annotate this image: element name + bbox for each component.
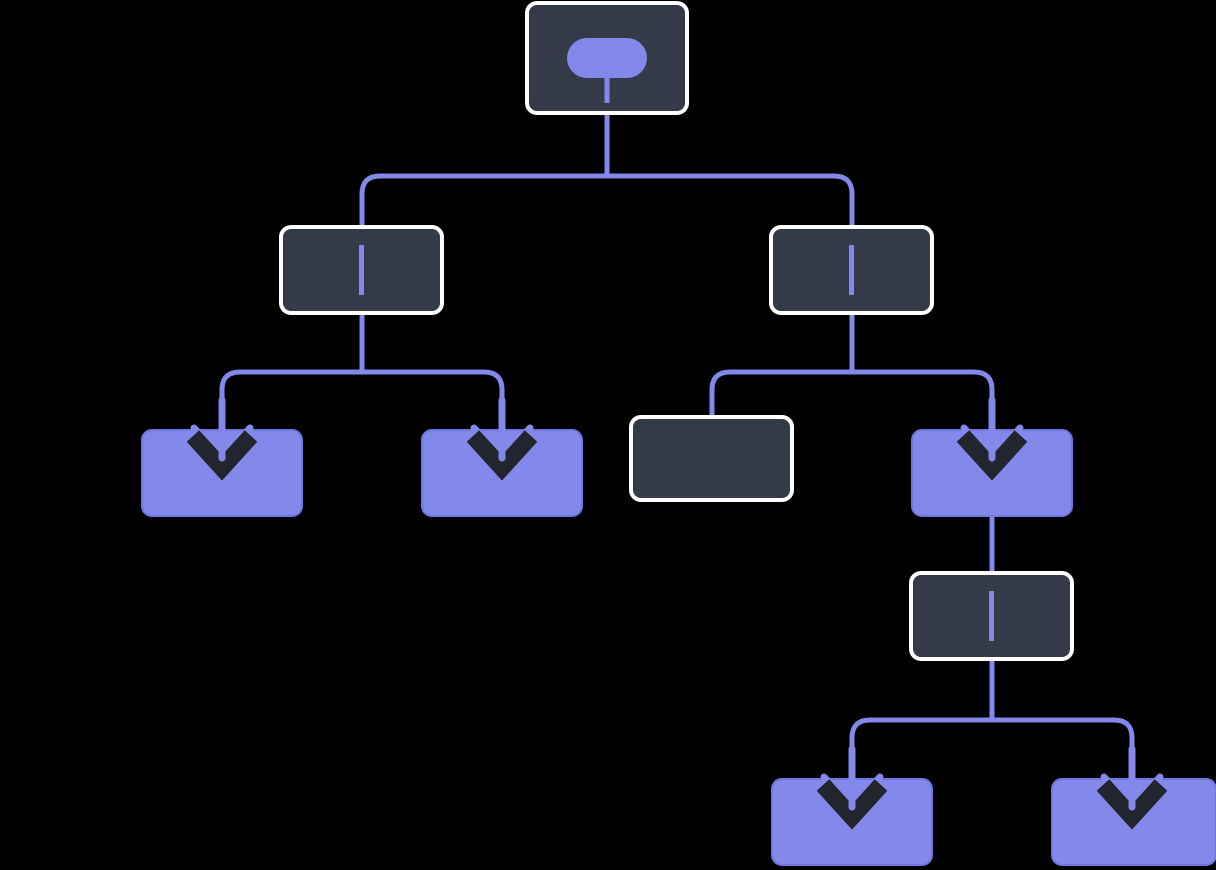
empty-dark-node-box[interactable] (629, 415, 794, 502)
empty-dark-node[interactable] (629, 415, 794, 502)
sub-branch-node[interactable] (909, 571, 1074, 661)
branch-node-left[interactable] (279, 225, 444, 315)
arrowhead-sub-leaf-a (816, 745, 888, 830)
branch-node-right[interactable] (769, 225, 934, 315)
arrowhead-leaf-d (956, 396, 1028, 481)
connector-sub-branch-to-sub-leaf-b (992, 717, 1135, 789)
arrowhead-sub-leaf-b-dark-chevron (1096, 779, 1168, 830)
arrowhead-leaf-a-dark-chevron (186, 430, 258, 481)
root-node[interactable] (525, 1, 689, 115)
connector-right-branch-to-empty-node (709, 369, 852, 419)
arrowhead-sub-leaf-a-dark-chevron (816, 779, 888, 830)
connector-root-to-left-branch (359, 173, 607, 227)
connector-left-branch-to-leaf-a (219, 369, 362, 440)
arrowhead-leaf-b (466, 396, 538, 481)
arrowhead-layer (186, 396, 1168, 830)
connector-left-branch-to-leaf-b (362, 369, 505, 440)
connector-sub-branch-to-sub-leaf-a (849, 717, 992, 789)
arrowhead-sub-leaf-b (1096, 745, 1168, 830)
arrowhead-leaf-d-dark-chevron (956, 430, 1028, 481)
connector-right-branch-to-leaf-d (852, 369, 995, 440)
arrowhead-leaf-a (186, 396, 258, 481)
arrowhead-leaf-b-dark-chevron (466, 430, 538, 481)
connector-root-to-right-branch (607, 173, 855, 227)
